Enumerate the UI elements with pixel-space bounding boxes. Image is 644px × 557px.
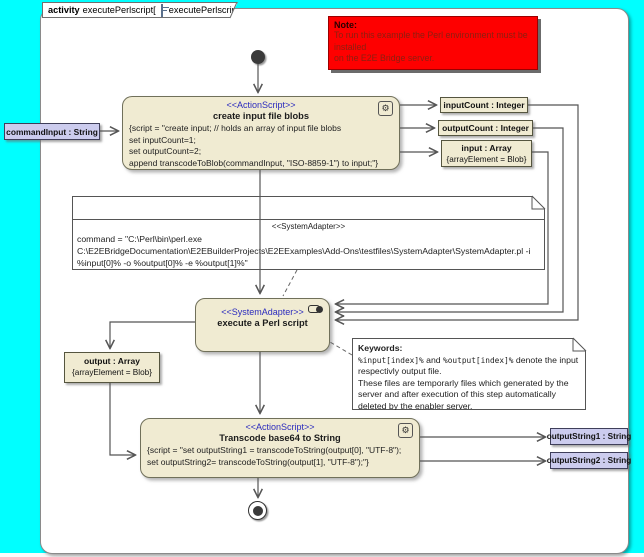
- pin-label: outputString1 : String: [546, 432, 632, 441]
- final-node[interactable]: [248, 501, 267, 520]
- script-line: {script = "create input; // holds an arr…: [129, 123, 342, 133]
- stereotype-label: <<ActionScript>>: [226, 100, 296, 110]
- system-adapter-icon: [308, 305, 323, 313]
- script-line: set outputCount=2;: [129, 146, 202, 156]
- pin-label: outputString2 : String: [546, 456, 632, 465]
- script-line: set inputCount=1;: [129, 134, 196, 145]
- activity-diagram-icon: [161, 4, 163, 17]
- action-title: create input file blobs: [212, 111, 310, 121]
- window-edge: [0, 553, 644, 557]
- frame-keyword: activity: [48, 5, 80, 15]
- red-warning-note[interactable]: Note: To run this example the Perl envir…: [328, 16, 538, 70]
- gear-icon: ⚙: [398, 423, 413, 438]
- action-create-input-file-blobs[interactable]: <<ActionScript>> create input file blobs…: [122, 96, 400, 170]
- keywords-line: These files are temporarly files which g…: [358, 377, 569, 388]
- script-line: {script = "set outputString1 = transcode…: [147, 445, 402, 455]
- command-line: command = "C:\Perl\bin\perl.exe: [77, 234, 203, 244]
- keywords-line: %input[index]% and %output[index]% denot…: [358, 354, 579, 365]
- note-separator: [73, 219, 544, 220]
- keywords-line: server and after execution of this step …: [358, 389, 556, 399]
- red-note-title: Note:: [334, 20, 357, 30]
- object-inputcount[interactable]: inputCount : Integer: [440, 97, 528, 113]
- note-stereotype: <<SystemAdapter>>: [271, 222, 346, 231]
- pin-label: commandInput : String: [6, 126, 98, 137]
- pin-outputstring1[interactable]: outputString1 : String: [547, 428, 631, 445]
- action-execute-perl-script[interactable]: <<SystemAdapter>> execute a Perl script: [195, 298, 330, 352]
- keywords-title: Keywords:: [358, 343, 403, 353]
- keywords-line: deleted by the enabler server.: [358, 400, 473, 411]
- initial-node[interactable]: [251, 50, 265, 64]
- object-label: outputCount : Integer: [442, 123, 529, 133]
- pin-outputstring2[interactable]: outputString2 : String: [547, 452, 631, 469]
- keywords-note[interactable]: Keywords: %input[index]% and %output[ind…: [352, 338, 586, 410]
- stereotype-label: <<ActionScript>>: [245, 422, 315, 432]
- command-line: C:\E2EBridgeDocumentation\E2EBuilderProj…: [77, 246, 531, 256]
- object-output-array[interactable]: output : Array {arrayElement = Blob}: [64, 352, 160, 383]
- action-title: Transcode base64 to String: [219, 433, 341, 443]
- command-line: %input[0]% -o %output[0]% -e %output[1]%…: [77, 258, 248, 268]
- final-node-core: [252, 505, 263, 516]
- object-constraint: {arrayElement = Blob}: [446, 155, 527, 164]
- script-line: set outputString2= transcodeToString(out…: [147, 456, 369, 467]
- action-transcode-base64[interactable]: <<ActionScript>> Transcode base64 to Str…: [140, 418, 420, 478]
- frame-name-left: executePerlscript[: [82, 5, 159, 15]
- action-title: execute a Perl script: [217, 318, 308, 328]
- script-line: append transcodeToBlob(commandInput, "IS…: [129, 157, 379, 168]
- pin-commandinput[interactable]: commandInput : String: [4, 123, 100, 140]
- object-outputcount[interactable]: outputCount : Integer: [438, 120, 533, 136]
- red-note-body: To run this example the Perl environment…: [334, 30, 528, 63]
- gear-icon: ⚙: [378, 101, 393, 116]
- object-input-array[interactable]: input : Array {arrayElement = Blob}: [441, 140, 532, 167]
- object-label: input : Array: [461, 143, 512, 153]
- object-label: inputCount : Integer: [443, 100, 525, 110]
- system-adapter-note[interactable]: <<SystemAdapter>> command = "C:\Perl\bin…: [72, 196, 545, 270]
- stereotype-label: <<SystemAdapter>>: [221, 307, 304, 317]
- object-label: output : Array: [84, 356, 140, 366]
- object-constraint: {arrayElement = Blob}: [72, 368, 152, 377]
- keywords-line: respectivly output file.: [358, 366, 442, 376]
